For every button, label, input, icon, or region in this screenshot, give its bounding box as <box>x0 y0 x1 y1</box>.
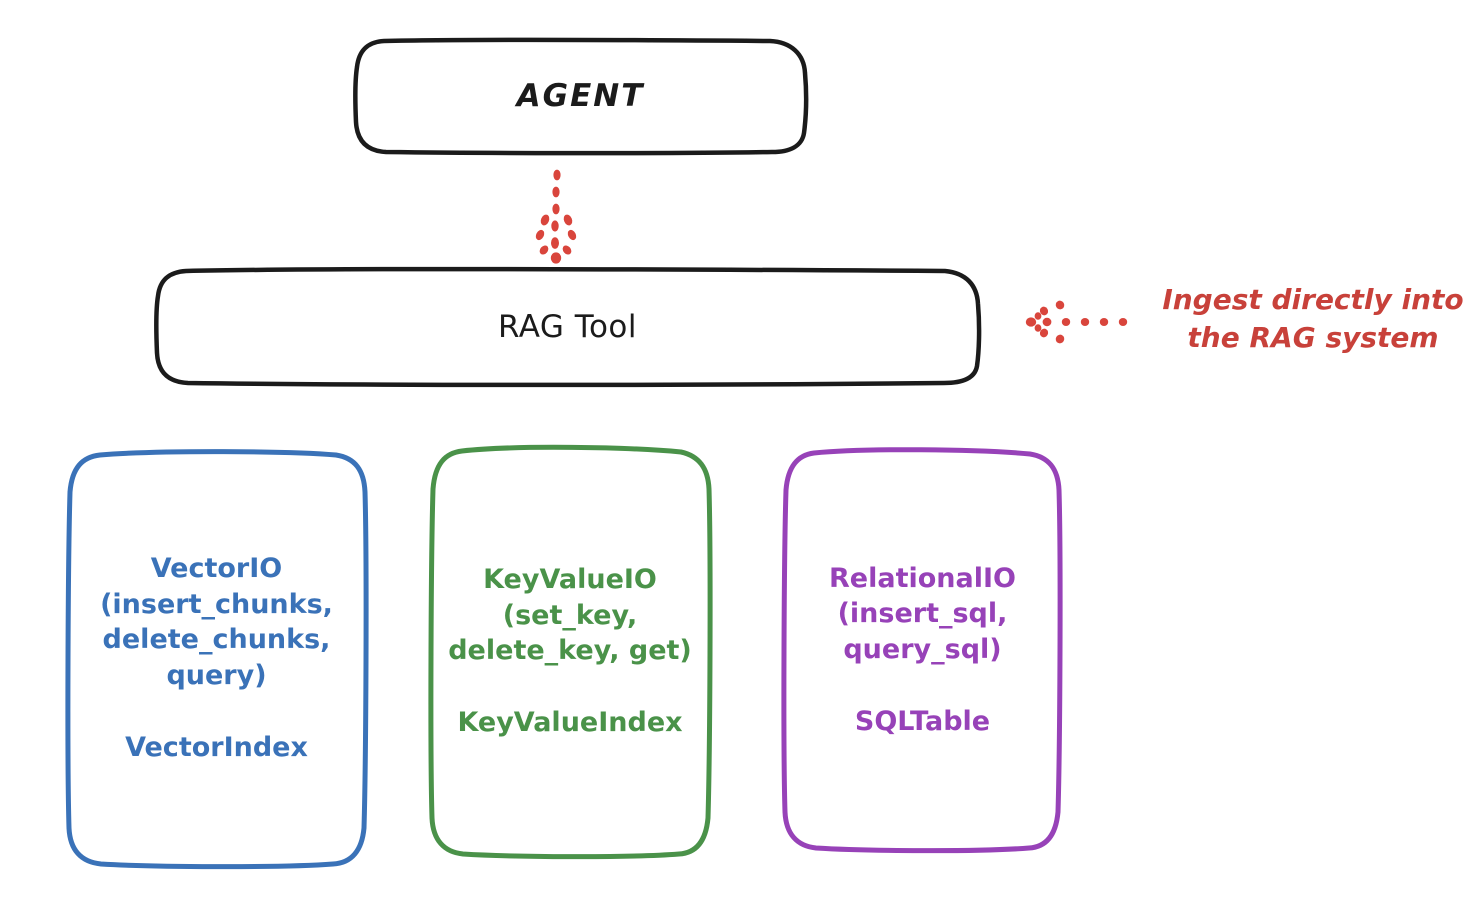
ingest-arrow <box>1025 300 1128 344</box>
agent-to-ragtool-arrow <box>535 169 577 264</box>
agent-box-outline <box>353 37 809 156</box>
rag-tool-node[interactable] <box>154 266 982 388</box>
relational-io-box-outline <box>781 447 1063 854</box>
agent-node[interactable] <box>353 37 809 156</box>
relational-io-node[interactable] <box>781 447 1063 854</box>
key-value-io-node[interactable] <box>428 444 713 860</box>
rag-tool-box-outline <box>154 266 982 388</box>
key-value-io-box-outline <box>428 444 713 860</box>
vector-io-box-outline <box>65 449 369 870</box>
vector-io-node[interactable] <box>65 449 369 870</box>
